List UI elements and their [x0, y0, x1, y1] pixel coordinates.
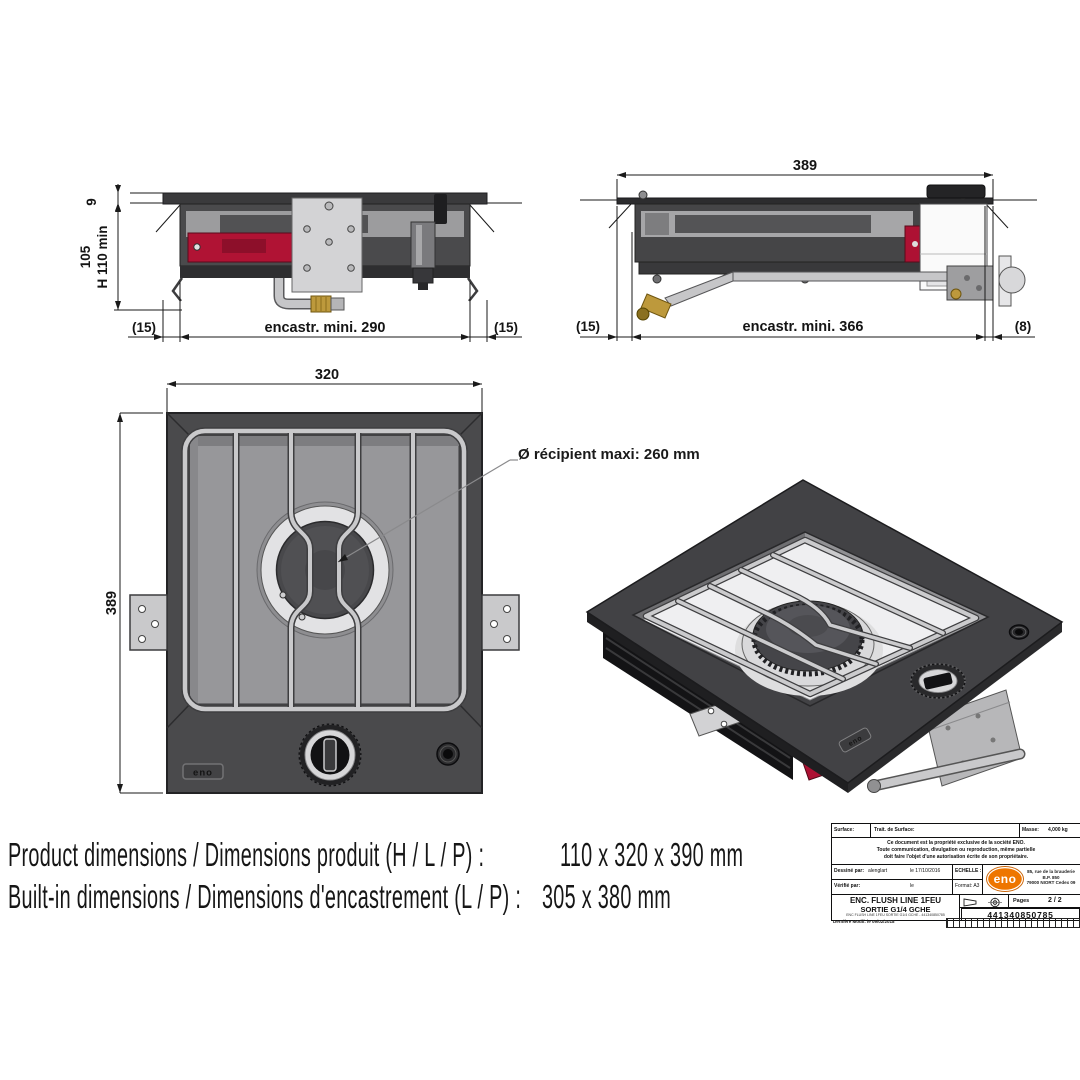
disclaimer-line1: Ce document est la propriété exclusive d… [887, 840, 1025, 846]
projection-symbol-icon [963, 897, 1002, 907]
eno-logo-text: eno [993, 872, 1017, 886]
checked-date: le [910, 883, 914, 889]
format-label: Format: A3 [955, 883, 980, 889]
control-knob-edge [926, 184, 986, 199]
mounting-bracket-right [481, 594, 520, 651]
scale-label: ECHELLE : [955, 868, 982, 874]
countertop-lines [580, 199, 1037, 229]
drawn-by-label: Dessiné par: [834, 868, 865, 874]
burner [256, 501, 394, 639]
dimension-arrows [115, 185, 496, 340]
pages-label: Pages [1013, 898, 1030, 904]
dimension-lines [119, 383, 483, 794]
company-address-line3: 79000 NIORT Cedex 09 [1026, 880, 1076, 886]
dimension-arrows [608, 172, 1002, 340]
brand-badge-label: eno [193, 768, 213, 779]
control-knob [298, 723, 362, 787]
company-address-line1: 85, rue de la brauderie [1027, 869, 1075, 874]
brand-badge: eno [838, 727, 872, 753]
gas-inlet-elbow [998, 266, 1026, 294]
dim-left-overhang: (15) [132, 320, 156, 335]
title-block: Surface: Trait. de Surface: Masse: 4,000… [831, 823, 1080, 921]
dim-min-height: H 110 min [95, 225, 110, 288]
dim-cutout-depth: encastr. mini. 366 [743, 319, 864, 335]
built-in-dimensions-value: 305 x 380 mm [542, 878, 672, 915]
dim-width: 320 [315, 367, 339, 383]
last-modified-note: Dernière Modif. le 09/02/2018 [833, 919, 895, 924]
dim-right-overhang: (15) [494, 320, 518, 335]
side-section-view: 389 (15) encastr. mini. 366 (8) [576, 158, 1037, 341]
surface-label: Surface: [834, 827, 855, 833]
checked-by-label: Vérifié par: [834, 883, 861, 889]
eno-logo: eno [987, 867, 1023, 891]
gas-pipe [732, 271, 980, 282]
disclaimer-line3: doit faire l'objet d'une autorisation éc… [883, 854, 1029, 860]
dim-left-overhang: (15) [576, 319, 600, 334]
dim-overall-depth: 389 [793, 158, 817, 174]
burner-unit-front-section [162, 192, 488, 313]
mounting-bracket-left [129, 594, 168, 651]
dim-right-overhang: (8) [1015, 319, 1032, 334]
annotation-leader [337, 459, 518, 563]
dimension-lines [580, 174, 1035, 341]
knob-shaft [434, 194, 447, 224]
product-dimensions-value: 110 x 320 x 390 mm [560, 836, 744, 873]
product-dimensions-label: Product dimensions / Dimensions produit … [8, 836, 485, 873]
drawing-title-line1: ENC. FLUSH LINE 1FEU [849, 896, 942, 905]
burner-unit-side-section [616, 184, 1026, 321]
pages-value: 2 / 2 [1048, 897, 1062, 904]
control-knob [910, 663, 966, 699]
disclaimer-line2: Toute communication, divulgation ou repr… [876, 847, 1036, 853]
drawing-title-line2: SORTIE G1/4 GCHE [860, 905, 931, 914]
mass-label: Masse: [1022, 827, 1039, 833]
dim-flange-thickness: 9 [84, 198, 99, 206]
dim-depth-under-counter: 105 [78, 245, 93, 268]
file-reference-microtext: ENC FLUSH LINE 1FEU SORTIE G1/4 GCHE - 4… [846, 913, 945, 917]
igniter-button [436, 742, 460, 766]
brass-gas-fitting [640, 293, 672, 319]
burner-unit-top: eno [129, 412, 520, 794]
surface-treatment-label: Trait. de Surface: [874, 827, 915, 833]
pan-support-grid [181, 427, 468, 713]
dimension-lines [114, 184, 522, 342]
drawn-by-name: alenglart [868, 868, 888, 874]
gas-pipe [870, 750, 1024, 790]
drawn-date: le 17/10/2016 [910, 868, 941, 874]
front-section-view: 9 105 H 110 min (15) encastr. mini. 290 … [78, 184, 522, 342]
top-view: eno 320 389 [104, 367, 520, 794]
max-pot-diameter-annotation: Ø récipient maxi: 260 mm [518, 446, 700, 463]
mass-value: 4,000 kg [1048, 827, 1068, 833]
igniter-button [1008, 624, 1030, 640]
brand-badge: eno [182, 763, 224, 780]
company-address-line2: B.P. 850 [1042, 874, 1060, 880]
pan-support-grid [642, 536, 980, 698]
dim-cutout-width: encastr. mini. 290 [265, 320, 386, 336]
isometric-view: eno [585, 479, 1064, 793]
dimension-arrows [117, 381, 482, 793]
dim-depth: 389 [104, 591, 120, 615]
built-in-dimensions-label: Built-in dimensions / Dimensions d'encas… [8, 878, 522, 915]
frame-ruler-ticks [946, 918, 1080, 928]
